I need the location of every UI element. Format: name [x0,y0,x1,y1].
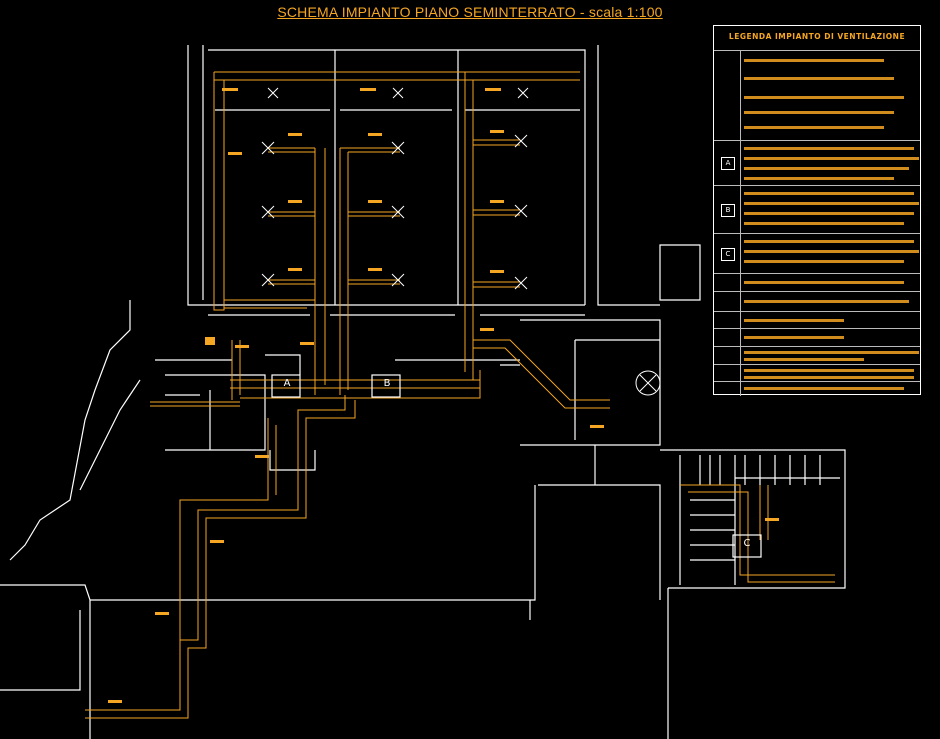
ventilation-ducts [85,71,835,719]
diffusers [261,87,661,396]
legend-duct-symbol [714,51,741,141]
legend-title: LEGENDA IMPIANTO DI VENTILAZIONE [728,32,906,41]
unit-a-label: A [283,378,291,389]
ventilation-legend: LEGENDA IMPIANTO DI VENTILAZIONE A B C [713,25,921,396]
legend-row-unit-a: A [714,140,920,186]
unit-b-label: B [383,378,391,389]
legend-row-unit-c: C [714,233,920,274]
unit-c-label: C [743,538,751,549]
legend-row-fire-damper [714,364,920,382]
legend-row-diffuser [714,291,920,312]
legend-row-damper [714,311,920,329]
air-handling-units [271,374,762,558]
legend-row-valve [714,328,920,347]
drawing-title: SCHEMA IMPIANTO PIANO SEMINTERRATO - sca… [277,4,663,20]
legend-row-grille [714,273,920,292]
annotation-ticks [108,88,779,703]
legend-row-thermostat [714,381,920,396]
legend-unit-b-symbol: B [721,204,735,217]
legend-row-grille-door [714,346,920,365]
legend-duct-types [714,50,920,141]
legend-row-unit-b: B [714,185,920,234]
legend-unit-c-symbol: C [721,248,735,261]
walls [0,45,846,739]
legend-unit-a-symbol: A [721,157,735,170]
